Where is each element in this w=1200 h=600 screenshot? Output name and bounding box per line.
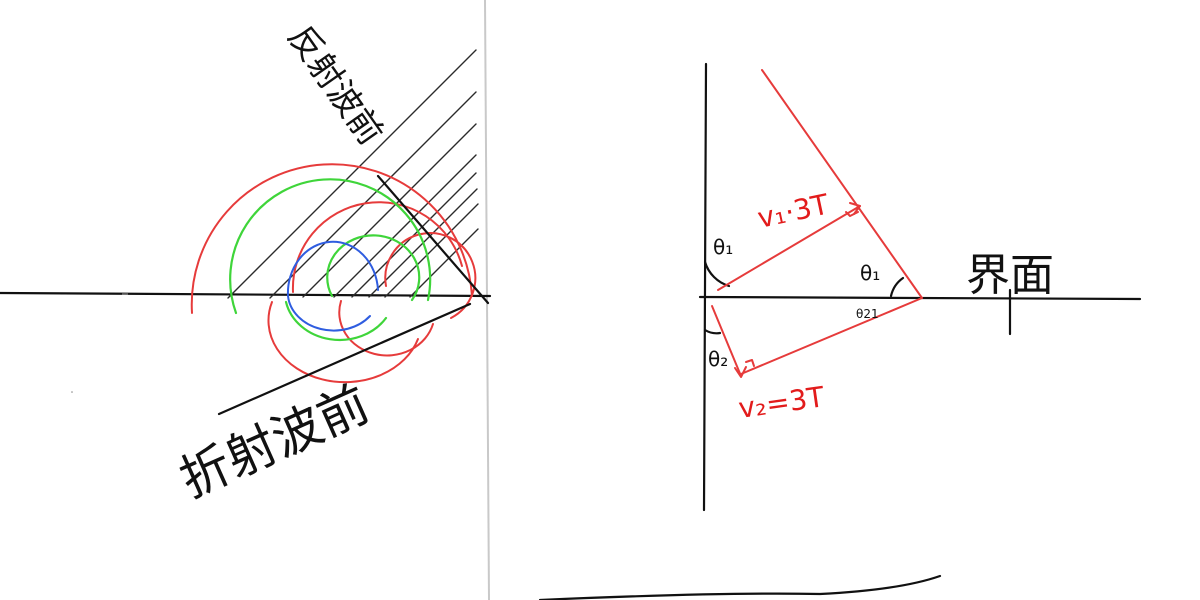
red-wavelet-lower-small	[338, 300, 434, 357]
v1-right-angle	[845, 211, 859, 217]
v1-ray	[717, 205, 861, 291]
right-panel: θ₁ θ₁ θ21 θ₂ v₁·3T v₂=3T 界面	[698, 62, 1142, 512]
v2-right-angle	[745, 359, 755, 367]
theta21-label: θ21	[856, 307, 879, 321]
green-wavelet-lower	[284, 300, 388, 342]
left-interface-line	[0, 291, 492, 298]
refracted-wavefront-label: 折射波前	[171, 375, 377, 509]
v2-ray	[711, 305, 742, 377]
theta2-label: θ₂	[708, 347, 728, 371]
green-wavelet-small	[326, 234, 421, 302]
refracted-wavefront-right	[740, 297, 923, 375]
v2-label: v₂=3T	[736, 380, 827, 425]
red-wavelet-large	[190, 163, 473, 314]
theta1-left-arc	[703, 260, 731, 288]
red-wavelet-small	[384, 232, 477, 319]
blue-wavelet	[286, 240, 379, 332]
v1-label: v₁·3T	[755, 187, 833, 234]
incident-wavefront	[761, 69, 923, 299]
green-wavelets	[229, 178, 432, 342]
refracted-wavefront-line	[217, 302, 472, 416]
left-panel: 反射波前 折射波前	[0, 18, 492, 509]
normal-line	[702, 62, 708, 512]
theta2-arc	[703, 328, 722, 335]
red-wavelet-below	[267, 301, 419, 384]
panel-divider	[484, 0, 490, 600]
red-wavelet-medium	[291, 201, 463, 293]
reflected-wavefront-line	[376, 174, 490, 305]
bottom-curve	[538, 574, 942, 600]
reflected-wavefront-label: 反射波前	[280, 18, 391, 152]
v2-arrowhead	[734, 366, 747, 378]
v1-arrowhead	[849, 202, 861, 215]
red-wavelets	[190, 163, 477, 384]
theta1-right-label: θ₁	[860, 261, 880, 285]
red-construction	[711, 69, 923, 378]
theta1-right-arc	[889, 276, 905, 298]
green-wavelet-large	[229, 178, 432, 315]
stray-dot	[71, 391, 73, 393]
theta1-left-label: θ₁	[713, 235, 733, 259]
